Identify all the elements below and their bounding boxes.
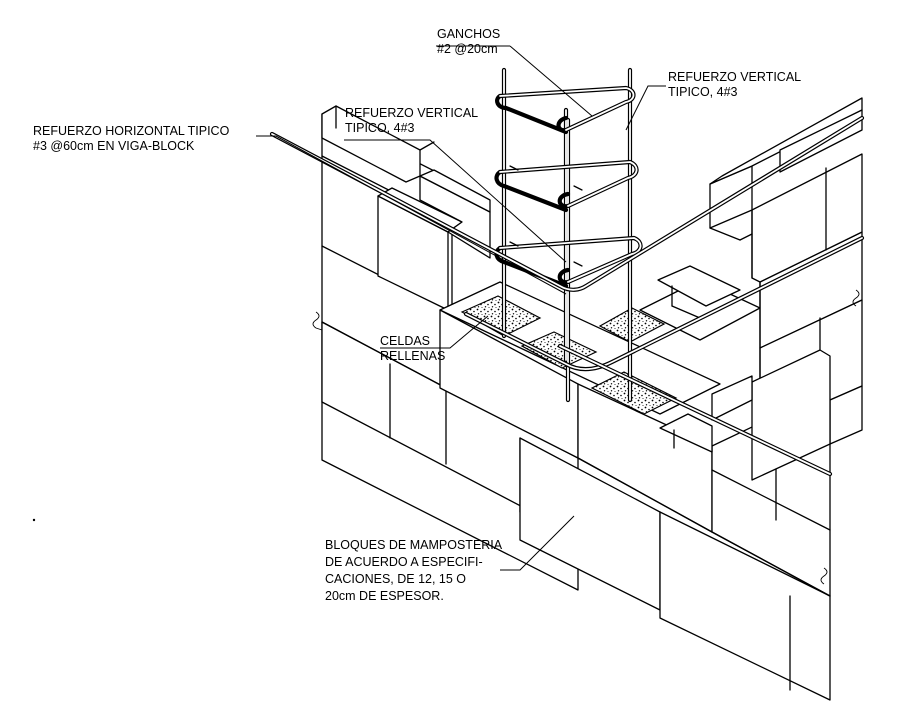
label-refuerzo-horizontal: REFUERZO HORIZONTAL TIPICO #3 @60cm EN V…: [33, 124, 229, 154]
label-bloques-line2: DE ACUERDO A ESPECIFI-: [325, 555, 483, 569]
label-ganchos: GANCHOS #2 @20cm: [437, 27, 500, 57]
label-refuerzo-vertical-right-line2: TIPICO, 4#3: [668, 85, 738, 99]
left-wall: [321, 113, 579, 591]
label-bloques-line4: 20cm DE ESPESOR.: [325, 589, 444, 603]
label-refuerzo-vertical-center-line2: TIPICO, 4#3: [345, 121, 415, 135]
filled-cell: [590, 371, 678, 415]
label-celdas-line2: RELLENAS: [380, 349, 446, 363]
label-celdas-rellenas: CELDAS RELLENAS: [380, 334, 445, 364]
label-refuerzo-horizontal-line1: REFUERZO HORIZONTAL TIPICO: [33, 124, 230, 138]
leader-lines: [32, 45, 666, 571]
break-marks: [312, 289, 860, 585]
label-bloques: BLOQUES DE MAMPOSTERIA DE ACUERDO A ESPE…: [325, 537, 502, 605]
filled-cells: [460, 265, 741, 453]
label-ganchos-line2: #2 @20cm: [437, 42, 498, 56]
horizontal-rebar: [269, 115, 865, 477]
empty-cell: [659, 413, 713, 453]
label-bloques-line3: CACIONES, DE 12, 15 O: [325, 572, 467, 586]
label-bloques-line1: BLOQUES DE MAMPOSTERIA: [325, 538, 503, 552]
label-refuerzo-vertical-center-line1: REFUERZO VERTICAL: [345, 106, 479, 120]
label-refuerzo-vertical-right-line1: REFUERZO VERTICAL: [668, 70, 802, 84]
label-refuerzo-vertical-right: REFUERZO VERTICAL TIPICO, 4#3: [668, 70, 801, 100]
label-ganchos-line1: GANCHOS: [437, 27, 501, 41]
vertical-rebar-cage: [494, 67, 643, 403]
label-refuerzo-vertical-center: REFUERZO VERTICAL TIPICO, 4#3: [345, 106, 478, 136]
label-refuerzo-horizontal-line2: #3 @60cm EN VIGA-BLOCK: [33, 139, 195, 153]
empty-cell: [657, 265, 741, 307]
filled-cell: [520, 331, 598, 369]
label-celdas-line1: CELDAS: [380, 334, 431, 348]
